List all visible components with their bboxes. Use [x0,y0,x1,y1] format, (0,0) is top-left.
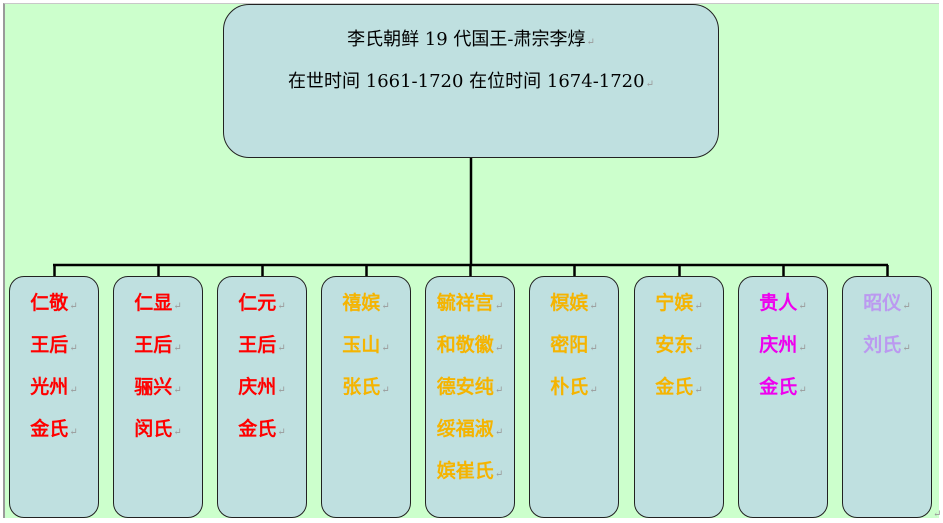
consort-text: 毓祥宫 [436,292,494,314]
consort-text: 金氏 [238,418,277,440]
consort-text: 王后 [238,334,277,356]
consort-text: 张氏 [342,376,381,398]
consort-text: 金氏 [759,376,798,398]
consort-text: 密阳 [550,334,589,356]
paragraph-mark-icon: ↵ [494,343,504,354]
consort-box: 宁嫔↵安东↵金氏↵ [634,276,724,518]
paragraph-mark-icon: ↵ [494,301,504,312]
paragraph-mark-icon: ↵ [798,301,807,312]
consort-text: 德安纯 [436,376,494,398]
root-dates: 在世时间 1661-1720 在位时间 1674-1720 [288,71,645,92]
paragraph-mark-icon: ↵ [902,343,911,354]
consort-text: 王后 [30,334,69,356]
paragraph-mark-icon: ↵ [694,301,703,312]
root-title: 李氏朝鲜 19 代国王-肃宗李焞 [347,29,586,50]
paragraph-mark-icon: ↵ [589,385,598,396]
drop-lines [53,265,889,277]
paragraph-mark-icon: ↵ [586,37,595,48]
consort-text: 光州 [30,376,69,398]
paragraph-mark-icon: ↵ [69,385,78,396]
consort-text: 庆州 [759,334,798,356]
paragraph-mark-icon: ↵ [494,385,504,396]
paragraph-mark-icon: ↵ [694,385,703,396]
paragraph-mark-icon: ↵ [277,343,286,354]
consort-text: 仁敬 [30,292,69,314]
paragraph-mark-icon: ↵ [798,385,807,396]
consort-text: 玉山 [342,334,381,356]
paragraph-mark-icon: ↵ [277,427,286,438]
paragraph-mark-icon: ↵ [902,301,911,312]
consort-box: 贵人↵庆州↵金氏↵ [738,276,828,518]
paragraph-mark-icon: ↵ [173,343,182,354]
consort-text: 仁元 [238,292,277,314]
consort-text: 金氏 [655,376,694,398]
consort-box: 禧嫔↵玉山↵张氏↵ [321,276,411,518]
paragraph-mark-icon: ↵ [277,301,286,312]
paragraph-mark-icon: ↵ [381,343,390,354]
consort-text: 嫔崔氏 [436,460,494,482]
paragraph-mark-icon: ↵ [381,301,390,312]
consort-box: 仁元↵王后↵庆州↵金氏↵ [217,276,307,518]
paragraph-mark-icon: ↵ [277,385,286,396]
paragraph-mark-icon: ↵ [173,427,182,438]
paragraph-mark-icon: ↵ [173,301,182,312]
paragraph-mark-icon: ↵ [694,343,703,354]
consort-text: 骊兴 [134,376,173,398]
paragraph-mark-icon: ↵ [798,343,807,354]
consort-box: 毓祥宫↵和敬徽↵德安纯↵绥福淑↵嫔崔氏↵ [425,276,515,518]
consort-text: 昭仪 [863,292,902,314]
paragraph-mark-icon: ↵ [494,427,504,438]
paragraph-mark-icon: ↵ [494,469,504,480]
consort-text: 绥福淑 [436,418,494,440]
paragraph-mark-icon: ↵ [589,343,598,354]
consort-box: 榠嫔↵密阳↵朴氏↵ [529,276,619,518]
consort-text: 金氏 [30,418,69,440]
root-box-king: 李氏朝鲜 19 代国王-肃宗李焞↵ 在世时间 1661-1720 在位时间 16… [223,4,719,158]
page-end-mark-icon: ↵ [933,509,942,520]
consort-text: 安东 [655,334,694,356]
consort-box: 仁敬↵王后↵光州↵金氏↵ [9,276,99,518]
paragraph-mark-icon: ↵ [69,343,78,354]
consort-box: 昭仪↵刘氏↵ [842,276,932,518]
consort-text: 庆州 [238,376,277,398]
paragraph-mark-icon: ↵ [381,385,390,396]
consort-text: 刘氏 [863,334,902,356]
consort-text: 闵氏 [134,418,173,440]
paragraph-mark-icon: ↵ [173,385,182,396]
consort-text: 仁显 [134,292,173,314]
consort-text: 王后 [134,334,173,356]
consort-text: 和敬徽 [436,334,494,356]
consort-text: 朴氏 [550,376,589,398]
paragraph-mark-icon: ↵ [69,427,78,438]
consort-text: 禧嫔 [342,292,381,314]
paragraph-mark-icon: ↵ [645,79,654,90]
consort-text: 贵人 [759,292,798,314]
paragraph-mark-icon: ↵ [69,301,78,312]
consort-box: 仁显↵王后↵骊兴↵闵氏↵ [113,276,203,518]
consort-text: 宁嫔 [655,292,694,314]
paragraph-mark-icon: ↵ [589,301,598,312]
consort-text: 榠嫔 [550,292,589,314]
